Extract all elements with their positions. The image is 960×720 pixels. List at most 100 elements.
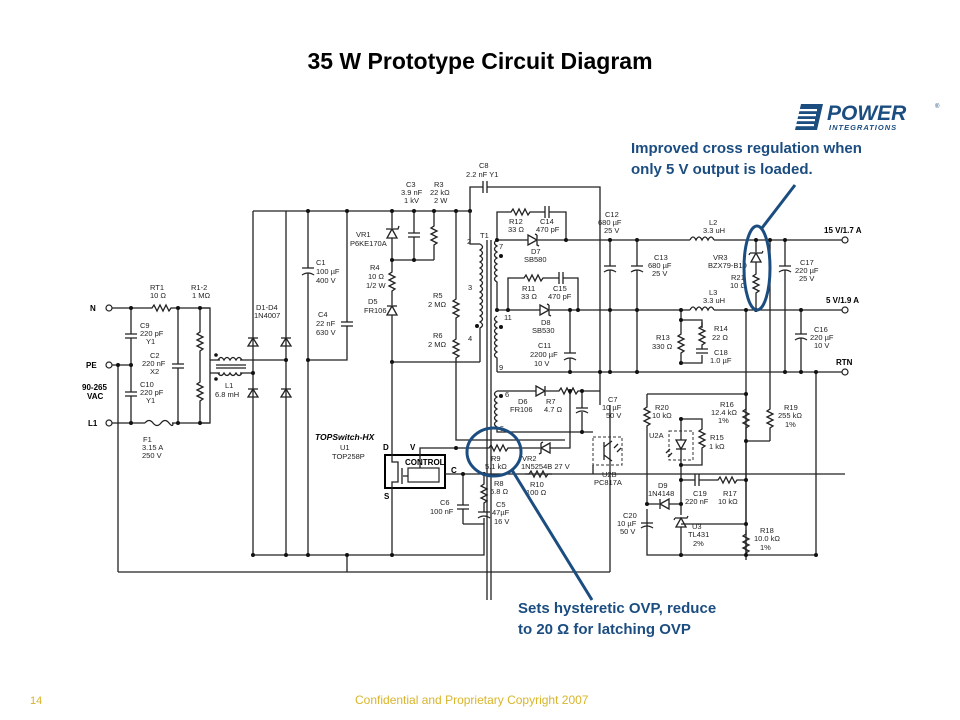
rt1-thermistor	[147, 304, 176, 312]
t1-pin-6: 6	[505, 390, 509, 399]
r15-ref: R15	[710, 433, 724, 442]
c18-capacitor	[696, 348, 708, 354]
u1-controller-ic	[384, 454, 446, 489]
u3-ref: U3	[692, 522, 702, 531]
vr2-zener-diode	[538, 441, 551, 455]
page-title: 35 W Prototype Circuit Diagram	[307, 48, 653, 74]
terminal-l1[interactable]	[105, 419, 113, 427]
terminal-5v[interactable]	[841, 306, 849, 314]
terminal-pe[interactable]	[105, 361, 113, 369]
r9-value: 5.1 kΩ	[485, 462, 507, 471]
terminal-15v[interactable]	[841, 236, 849, 244]
c10-value: 220 pF	[140, 388, 164, 397]
r2-resistor	[196, 377, 204, 406]
c7-ref: C7	[608, 395, 618, 404]
r4-rating: 1/2 W	[366, 281, 387, 290]
label-l1: L1	[88, 419, 98, 428]
callout-line: Sets hysteretic OVP, reduce	[518, 600, 717, 617]
c20-value: 10 µF	[617, 519, 637, 528]
logo-mark-icon	[795, 104, 823, 130]
u2a-ref: U2A	[649, 431, 664, 440]
c3-rating: 1 kV	[404, 196, 419, 205]
r12-resistor	[506, 208, 535, 216]
r4-ref: R4	[370, 263, 380, 272]
r18-value: 10.0 kΩ	[754, 534, 780, 543]
d6-ref: D6	[518, 397, 528, 406]
r19-ref: R19	[784, 403, 798, 412]
label-vac-range: 90-265	[82, 383, 107, 392]
callout-pointer-top	[760, 184, 797, 229]
r6-ref: R6	[433, 331, 443, 340]
r17-ref: R17	[723, 489, 737, 498]
u1-pin-s: S	[384, 492, 390, 501]
c14-ref: C14	[540, 217, 554, 226]
c18-ref: C18	[714, 348, 728, 357]
secondary-section: D7 SB580 R12 33 Ω C14 470 pF D8 SB530 R1…	[495, 206, 862, 560]
label-15v-output: 15 V/1.7 A	[824, 226, 862, 235]
t1-pin-4: 4	[468, 334, 472, 343]
c5-ref: C5	[496, 500, 506, 509]
l1-choke-winding-bottom	[217, 371, 243, 377]
vr1-tvs-diode	[385, 225, 400, 239]
c19-capacitor	[694, 474, 700, 486]
l2-ref: L2	[709, 218, 717, 227]
c9-value: 220 pF	[140, 329, 164, 338]
d9-ref: D9	[658, 481, 668, 490]
t1-pin-7: 7	[499, 242, 503, 251]
t1-pin-2: 2	[467, 237, 471, 246]
r14-ref: R14	[714, 324, 728, 333]
r6-resistor	[452, 334, 460, 363]
c6-value: 100 nF	[430, 507, 454, 516]
r17-value: 10 kΩ	[718, 497, 738, 506]
callout-ovp: Sets hysteretic OVP, reduce to 20 Ω for …	[518, 598, 716, 640]
c2-rating: X2	[150, 367, 159, 376]
r12-value: 33 Ω	[508, 225, 524, 234]
c8-ref: C8	[479, 161, 489, 170]
u1-pin-d: D	[383, 443, 389, 452]
c19-value: 220 nF	[685, 497, 709, 506]
t1-pin-3: 3	[468, 283, 472, 292]
r8-resistor	[480, 479, 488, 508]
t1-pin-11: 11	[504, 313, 512, 322]
t1-pin-9: 9	[499, 363, 503, 372]
r4-value: 10 Ω	[368, 272, 384, 281]
c5-rating: 16 V	[494, 517, 509, 526]
c20-rating: 50 V	[620, 527, 635, 536]
c15-capacitor	[558, 272, 564, 284]
bridge-diode-4	[279, 387, 293, 398]
r20-ref: R20	[655, 403, 669, 412]
r9-resistor	[484, 444, 513, 452]
terminal-rtn[interactable]	[841, 368, 849, 376]
l1-choke-winding-top	[217, 356, 243, 362]
r5-ref: R5	[433, 291, 443, 300]
c20-ref: C20	[623, 511, 637, 520]
c7-value: 10 µF	[602, 403, 622, 412]
callout-cross-regulation: Improved cross regulation when only 5 V …	[631, 138, 862, 180]
c4-ref: C4	[318, 310, 328, 319]
l1-ref: L1	[225, 381, 233, 390]
terminal-n[interactable]	[105, 304, 113, 312]
c17-rating: 25 V	[799, 274, 814, 283]
bridge-diode-1	[246, 336, 260, 347]
c13-value: 680 µF	[648, 261, 672, 270]
r5-resistor	[452, 294, 460, 323]
d9-diode	[658, 497, 670, 511]
c5-value: 47µF	[492, 508, 510, 517]
u2b-value: PC817A	[594, 478, 622, 487]
r13-ref: R13	[656, 333, 670, 342]
r13-resistor	[677, 329, 685, 358]
bridge-diode-3	[246, 387, 260, 398]
r19-tolerance: 1%	[785, 420, 796, 429]
r21-resistor	[752, 269, 760, 298]
callout-pointer-bottom	[510, 469, 594, 601]
d5-diode	[385, 304, 399, 316]
feedback-section: R20 10 kΩ U2A R15 1 kΩ C19 220 nF R17 10…	[617, 392, 818, 558]
power-integrations-logo: POWER INTEGRATIONS ®	[795, 102, 940, 132]
l2-value: 3.3 uH	[703, 226, 725, 235]
t1-ref: T1	[480, 231, 489, 240]
c18-value: 1.0 µF	[710, 356, 732, 365]
c4-value: 22 nF	[316, 319, 336, 328]
r3-resistor	[430, 221, 438, 250]
r5-value: 2 MΩ	[428, 300, 447, 309]
r14-resistor	[698, 321, 706, 350]
